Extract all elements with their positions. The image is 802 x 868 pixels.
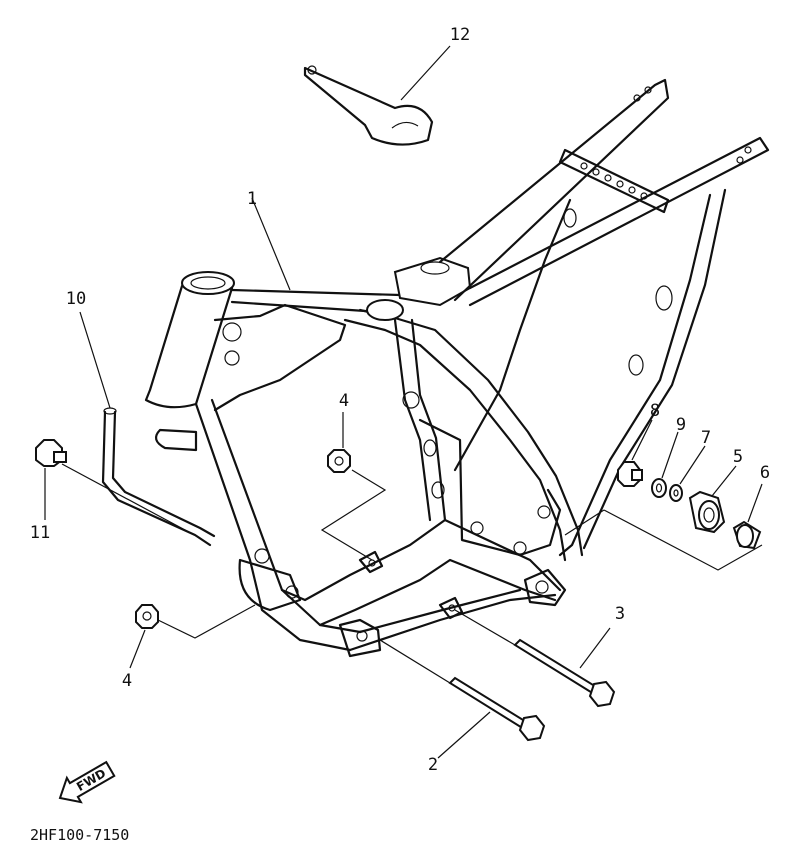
callout-4-upper: 4: [339, 391, 349, 411]
part-7-collar: [669, 484, 683, 502]
part-9-washer: [651, 478, 667, 498]
leader-6: [747, 483, 763, 523]
callout-6: 6: [760, 463, 770, 483]
callout-8: 8: [650, 401, 660, 421]
leader-4-lower-path: [157, 604, 256, 639]
part-11-bolt: [35, 439, 67, 467]
callout-11: 11: [30, 523, 50, 543]
fwd-arrow-icon: FWD: [58, 760, 116, 804]
leader-stack-path: [603, 509, 763, 571]
part-1-main-frame: [144, 78, 770, 658]
leader-12: [400, 45, 451, 101]
diagram-code: 2HF100-7150: [30, 826, 129, 844]
leader-3: [579, 627, 611, 669]
leader-2: [437, 711, 491, 759]
part-2-bolt: [448, 676, 546, 742]
callout-9: 9: [676, 415, 686, 435]
part-5-bushing: [688, 490, 726, 534]
callout-5: 5: [733, 447, 743, 467]
leader-5: [711, 465, 737, 497]
part-8-bolt: [617, 461, 643, 487]
part-10-stand: [101, 407, 216, 547]
part-4-nut-lower: [135, 604, 159, 629]
part-4-nut-upper: [327, 449, 351, 473]
callout-7: 7: [701, 428, 711, 448]
callout-1: 1: [247, 189, 257, 209]
leader-2-path: [379, 639, 451, 684]
leader-7: [679, 445, 706, 485]
part-6-spacer: [732, 520, 762, 550]
leader-8: [631, 419, 653, 461]
leader-4-upper-path: [320, 469, 387, 561]
part-3-bolt: [513, 638, 616, 708]
leader-1: [251, 197, 291, 291]
head-tube-top: [181, 271, 235, 295]
callout-12: 12: [450, 25, 470, 45]
leader-9: [661, 431, 679, 479]
part-12-wrench: [303, 65, 434, 146]
callout-3: 3: [615, 604, 625, 624]
leader-4-lower: [129, 629, 146, 669]
leader-10: [79, 311, 111, 409]
callout-4-lower: 4: [122, 671, 132, 691]
leader-11-path: [61, 463, 201, 539]
callout-10: 10: [66, 289, 86, 309]
leader-3-path: [454, 609, 516, 646]
leader-stack-to-frame: [564, 509, 605, 536]
callout-2: 2: [428, 755, 438, 775]
